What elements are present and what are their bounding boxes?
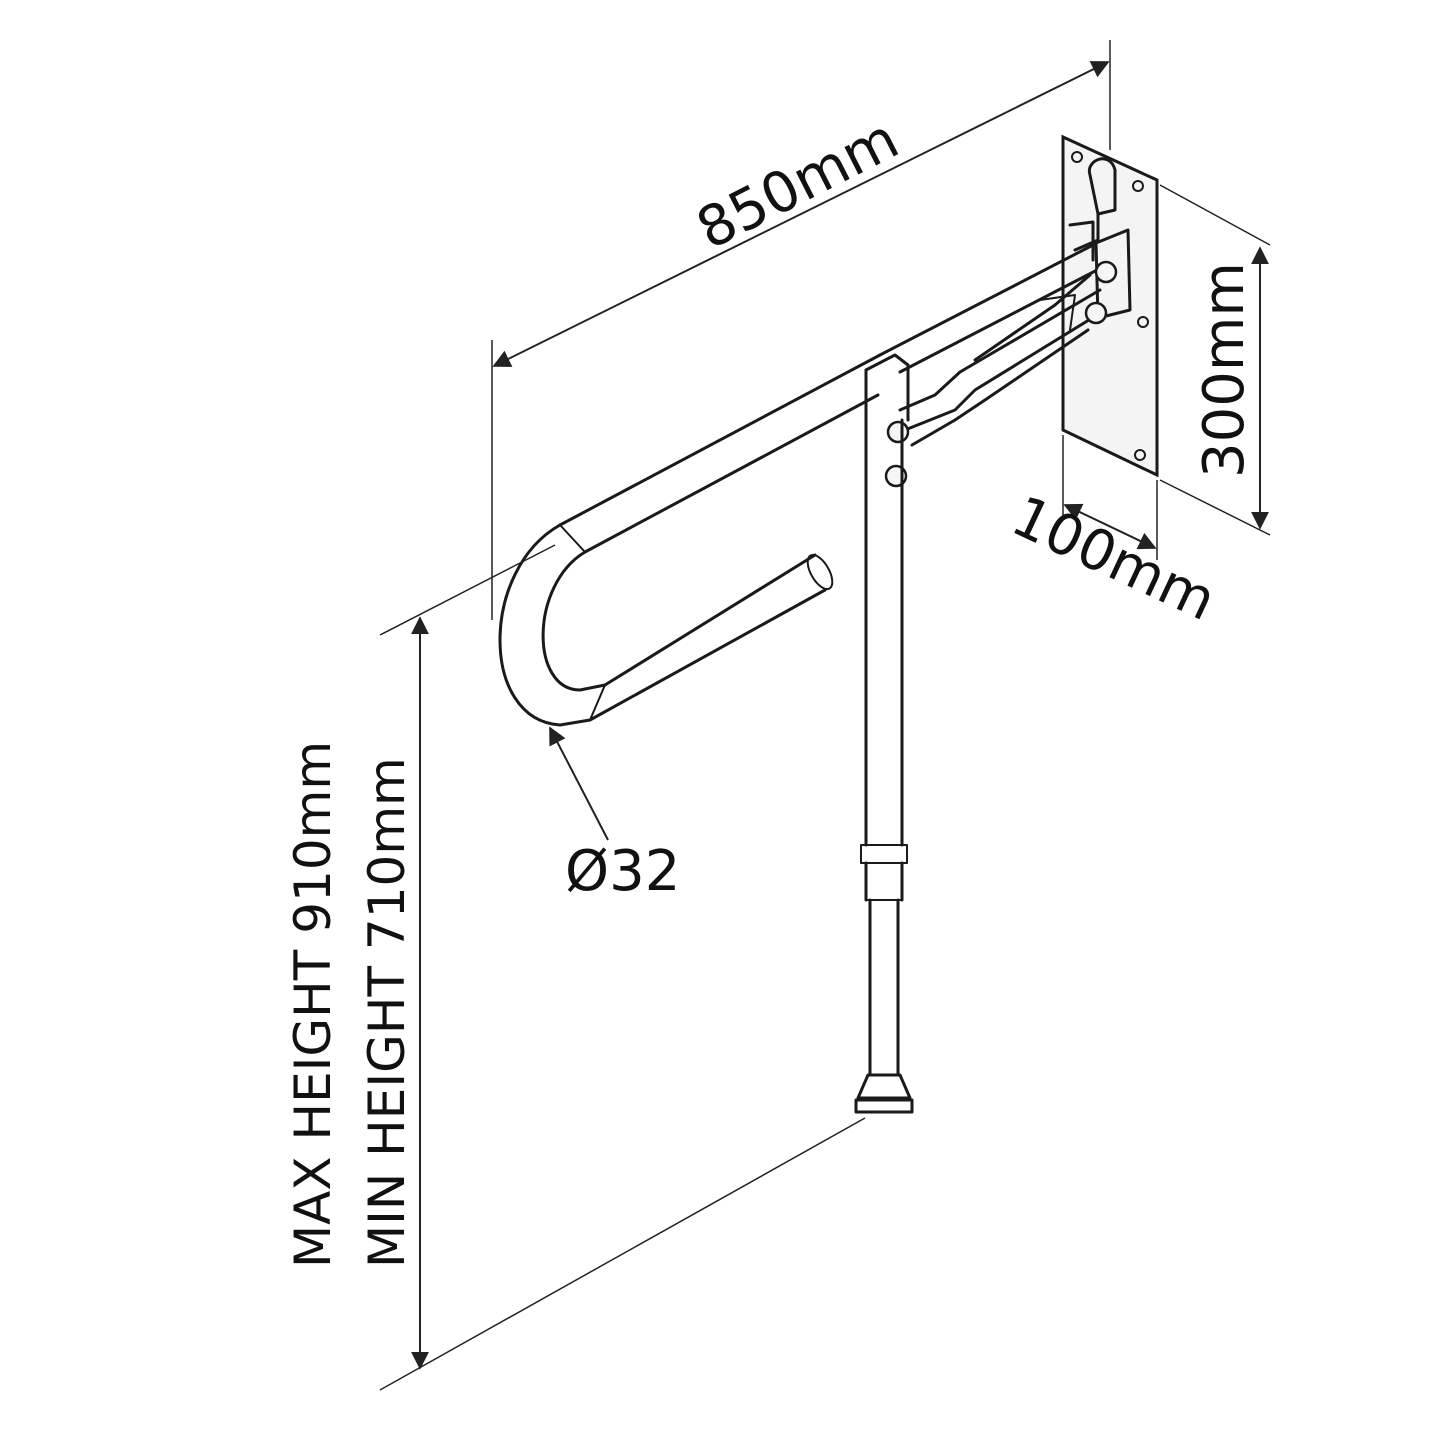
- diameter-callout: Ø32: [549, 726, 680, 904]
- max-height-label: MAX HEIGHT 910mm: [284, 741, 342, 1268]
- dimension-plate-height: 300mm: [1159, 184, 1271, 536]
- plate-width-label: 100mm: [1002, 484, 1225, 634]
- plate-height-label: 300mm: [1192, 262, 1257, 478]
- u-handle: [498, 523, 834, 727]
- wall-plate: [1061, 134, 1159, 478]
- dimension-height: MAX HEIGHT 910mm MIN HEIGHT 710mm: [284, 544, 866, 1391]
- length-label: 850mm: [687, 106, 909, 262]
- min-height-label: MIN HEIGHT 710mm: [358, 757, 416, 1268]
- support-leg: [854, 408, 914, 1114]
- diameter-label: Ø32: [565, 839, 680, 904]
